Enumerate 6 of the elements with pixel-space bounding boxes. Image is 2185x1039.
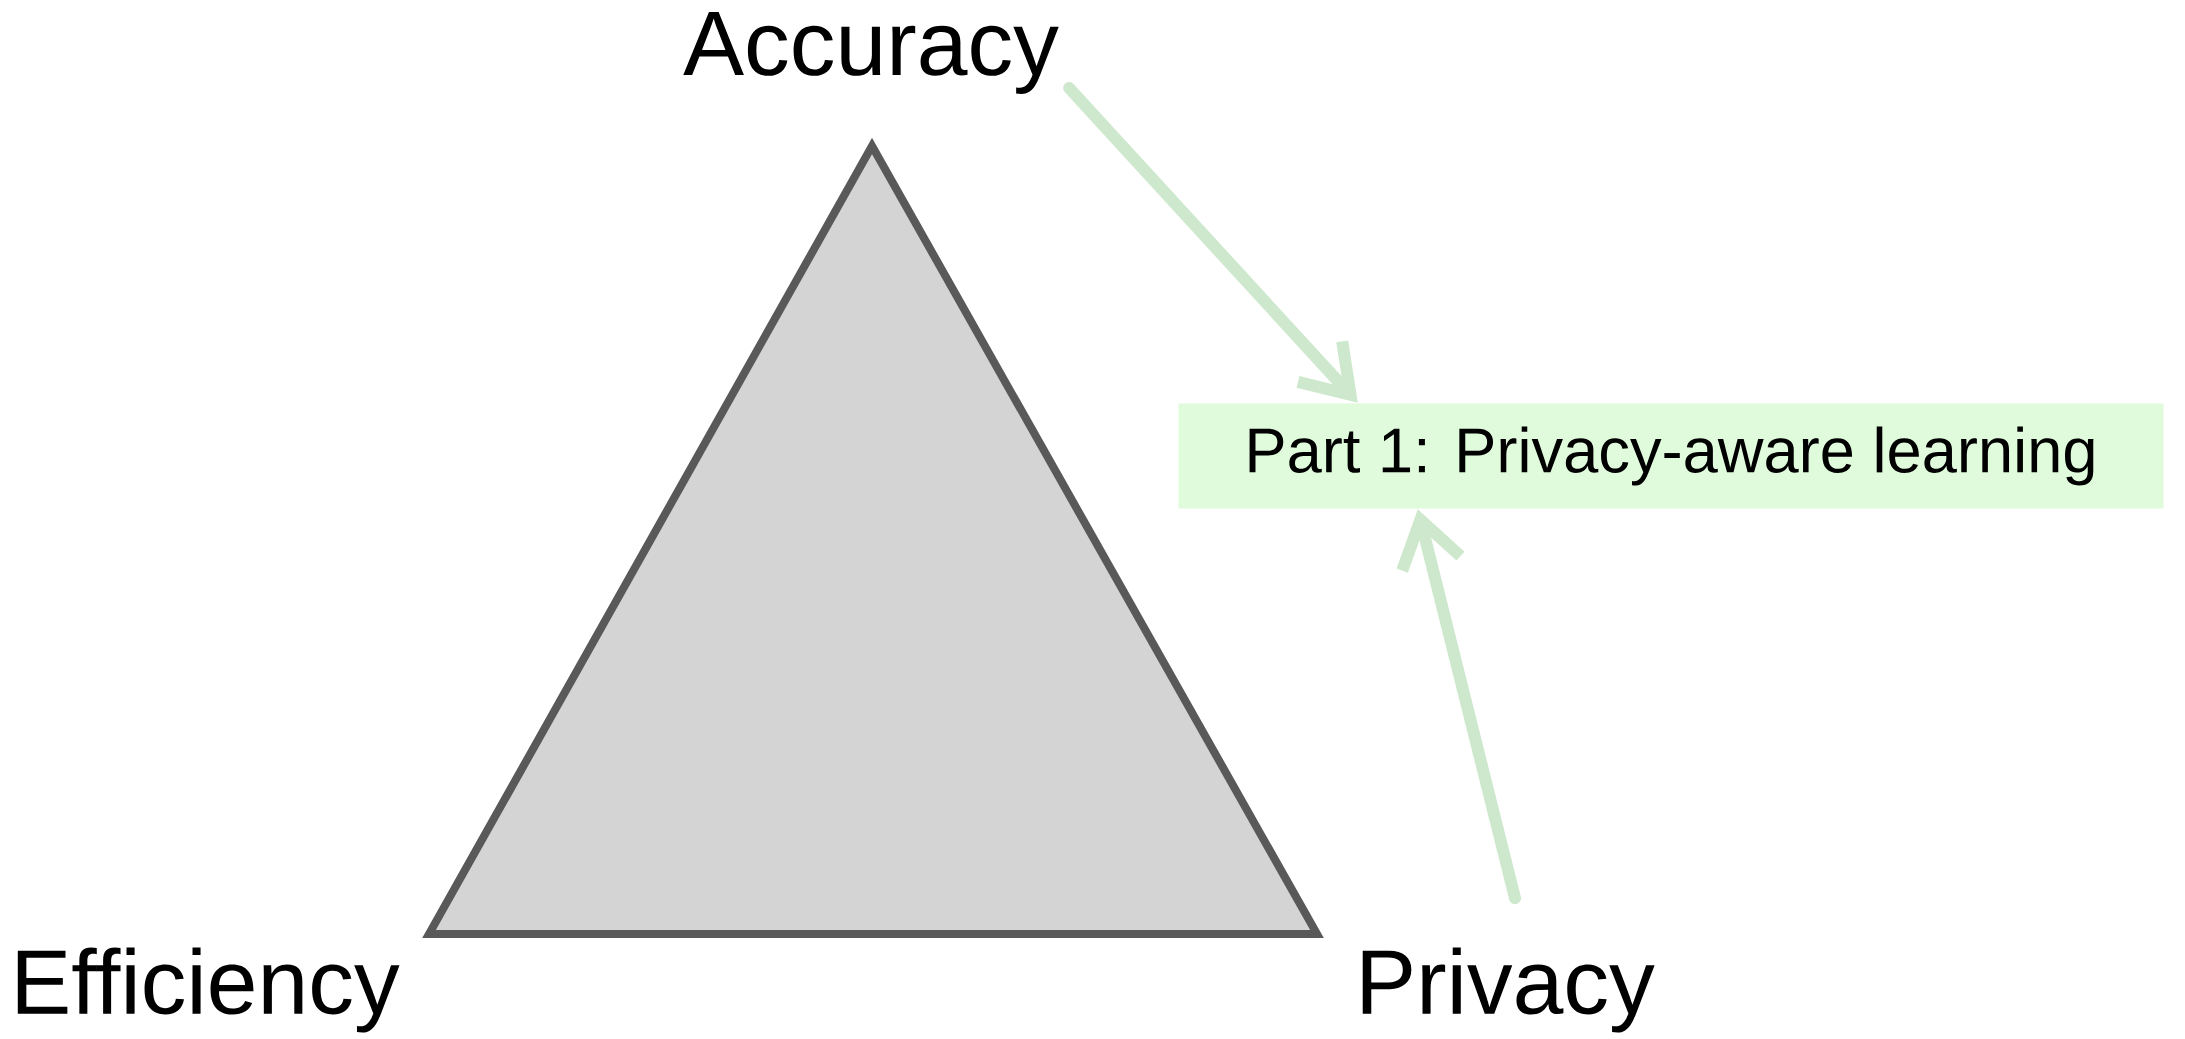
axis-label: Efficiency: [17, 947, 400, 1033]
axis-label: Privacy: [1362, 947, 1655, 1033]
arrow: [1063, 82, 1358, 403]
axis-label: Accuracy: [683, 12, 1059, 94]
arrow: [1396, 509, 1521, 905]
label-box: Part 1: Privacy-aware learning: [1178, 403, 2164, 509]
